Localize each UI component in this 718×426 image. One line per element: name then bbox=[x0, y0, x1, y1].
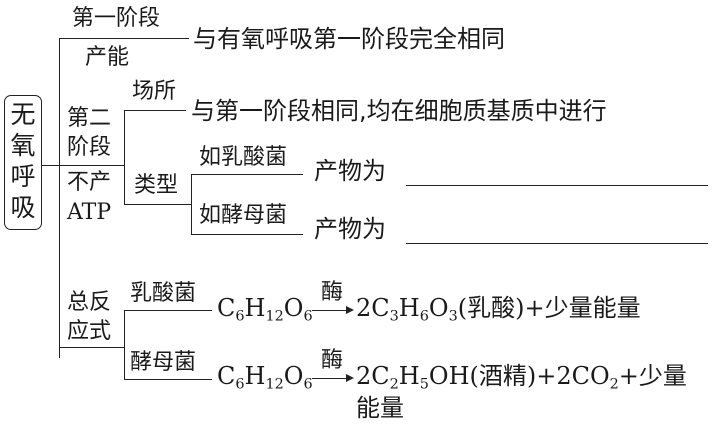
type2-product-label: 产物为 bbox=[314, 215, 386, 243]
reaction1-reactant: C6H12O6 bbox=[217, 294, 313, 325]
location-label: 场所 bbox=[132, 79, 177, 104]
location-branch-line bbox=[124, 110, 186, 111]
stage1-sublabel: 产能 bbox=[85, 45, 130, 70]
types-label: 类型 bbox=[134, 173, 179, 198]
type2-organism: 如酵母菌 bbox=[199, 203, 288, 228]
type1-answer-blank[interactable] bbox=[406, 185, 708, 186]
reaction2-products-line1: 2C2H5OH(酒精)+2CO2+少量 bbox=[356, 362, 687, 393]
types-spine bbox=[191, 174, 192, 234]
overall-spine bbox=[124, 310, 125, 379]
reaction2-arrow bbox=[312, 374, 354, 382]
stage2-label-line1: 第二 bbox=[67, 106, 112, 131]
root-connector bbox=[42, 165, 60, 166]
root-node-anaerobic-respiration: 无 氧 呼 吸 bbox=[4, 95, 42, 230]
root-char: 氧 bbox=[10, 131, 36, 160]
reaction2-reactant: C6H12O6 bbox=[217, 362, 313, 393]
root-char: 吸 bbox=[10, 193, 36, 222]
stage2-spine bbox=[124, 110, 125, 205]
stage2-sublabel-line2: ATP bbox=[67, 200, 112, 225]
types-branch-line bbox=[124, 204, 192, 205]
stage1-description: 与有氧呼吸第一阶段完全相同 bbox=[193, 25, 505, 53]
reaction1-arrow bbox=[312, 306, 354, 314]
type2-branch-line bbox=[191, 234, 303, 235]
root-char: 呼 bbox=[10, 162, 36, 191]
reaction2-catalyst: 酶 bbox=[321, 348, 344, 373]
overall-label-line1: 总反 bbox=[67, 290, 112, 315]
reaction2-branch-line bbox=[124, 379, 212, 380]
reaction2-products-line2: 能量 bbox=[356, 394, 404, 422]
type1-branch-line bbox=[191, 174, 303, 175]
stage2-branch-line bbox=[59, 165, 125, 166]
type1-organism: 如乳酸菌 bbox=[199, 145, 288, 170]
reaction1-catalyst: 酶 bbox=[321, 280, 344, 305]
reaction2-organism: 酵母菌 bbox=[130, 350, 197, 375]
reaction1-products: 2C3H6O3(乳酸)+少量能量 bbox=[356, 294, 641, 325]
root-char: 无 bbox=[10, 100, 36, 129]
type2-answer-blank[interactable] bbox=[406, 243, 708, 244]
stage1-branch-line bbox=[59, 38, 189, 39]
main-spine bbox=[59, 38, 60, 358]
overall-branch-line bbox=[59, 347, 125, 348]
reaction1-organism: 乳酸菌 bbox=[130, 281, 197, 306]
location-description: 与第一阶段相同,均在细胞质基质中进行 bbox=[191, 97, 607, 125]
stage2-sublabel-line1: 不产 bbox=[67, 170, 112, 195]
stage2-label-line2: 阶段 bbox=[67, 135, 112, 160]
type1-product-label: 产物为 bbox=[314, 157, 386, 185]
reaction1-branch-line bbox=[124, 310, 212, 311]
stage1-label: 第一阶段 bbox=[72, 6, 161, 31]
overall-label-line2: 应式 bbox=[67, 319, 112, 344]
